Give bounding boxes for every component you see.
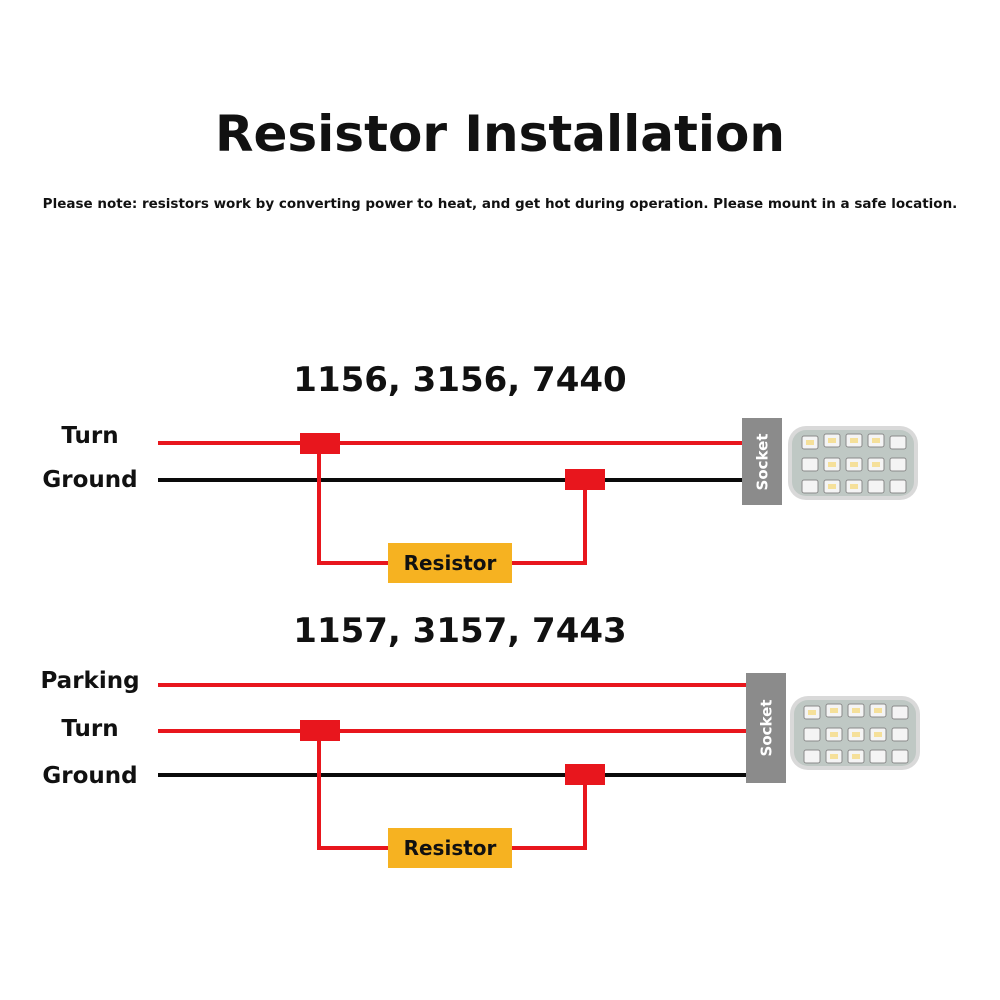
turn-label: Turn [61, 423, 119, 449]
bulb-types-heading-1: 1156, 3156, 7440 [293, 360, 627, 400]
turn-label: Turn [61, 716, 119, 742]
turn-splice [300, 433, 340, 454]
led-bulb-icon [787, 425, 919, 501]
ground-label: Ground [42, 467, 138, 493]
diagram-1157 [158, 683, 921, 850]
bulb-types-heading-2: 1157, 3157, 7443 [293, 611, 627, 651]
safety-note: Please note: resistors work by convertin… [42, 196, 958, 212]
resistor-box: Resistor [388, 828, 512, 868]
diagram-1156 [158, 425, 919, 565]
led-bulb-icon [789, 695, 921, 771]
socket-label: Socket [753, 433, 772, 490]
socket-label: Socket [757, 699, 776, 757]
page-title: Resistor Installation [215, 105, 785, 163]
ground-splice [565, 764, 605, 785]
socket-block: Socket [742, 418, 782, 505]
socket-block: Socket [746, 673, 786, 783]
turn-splice [300, 720, 340, 741]
parking-label: Parking [40, 668, 140, 694]
ground-label: Ground [42, 763, 138, 789]
ground-splice [565, 469, 605, 490]
resistor-box: Resistor [388, 543, 512, 583]
